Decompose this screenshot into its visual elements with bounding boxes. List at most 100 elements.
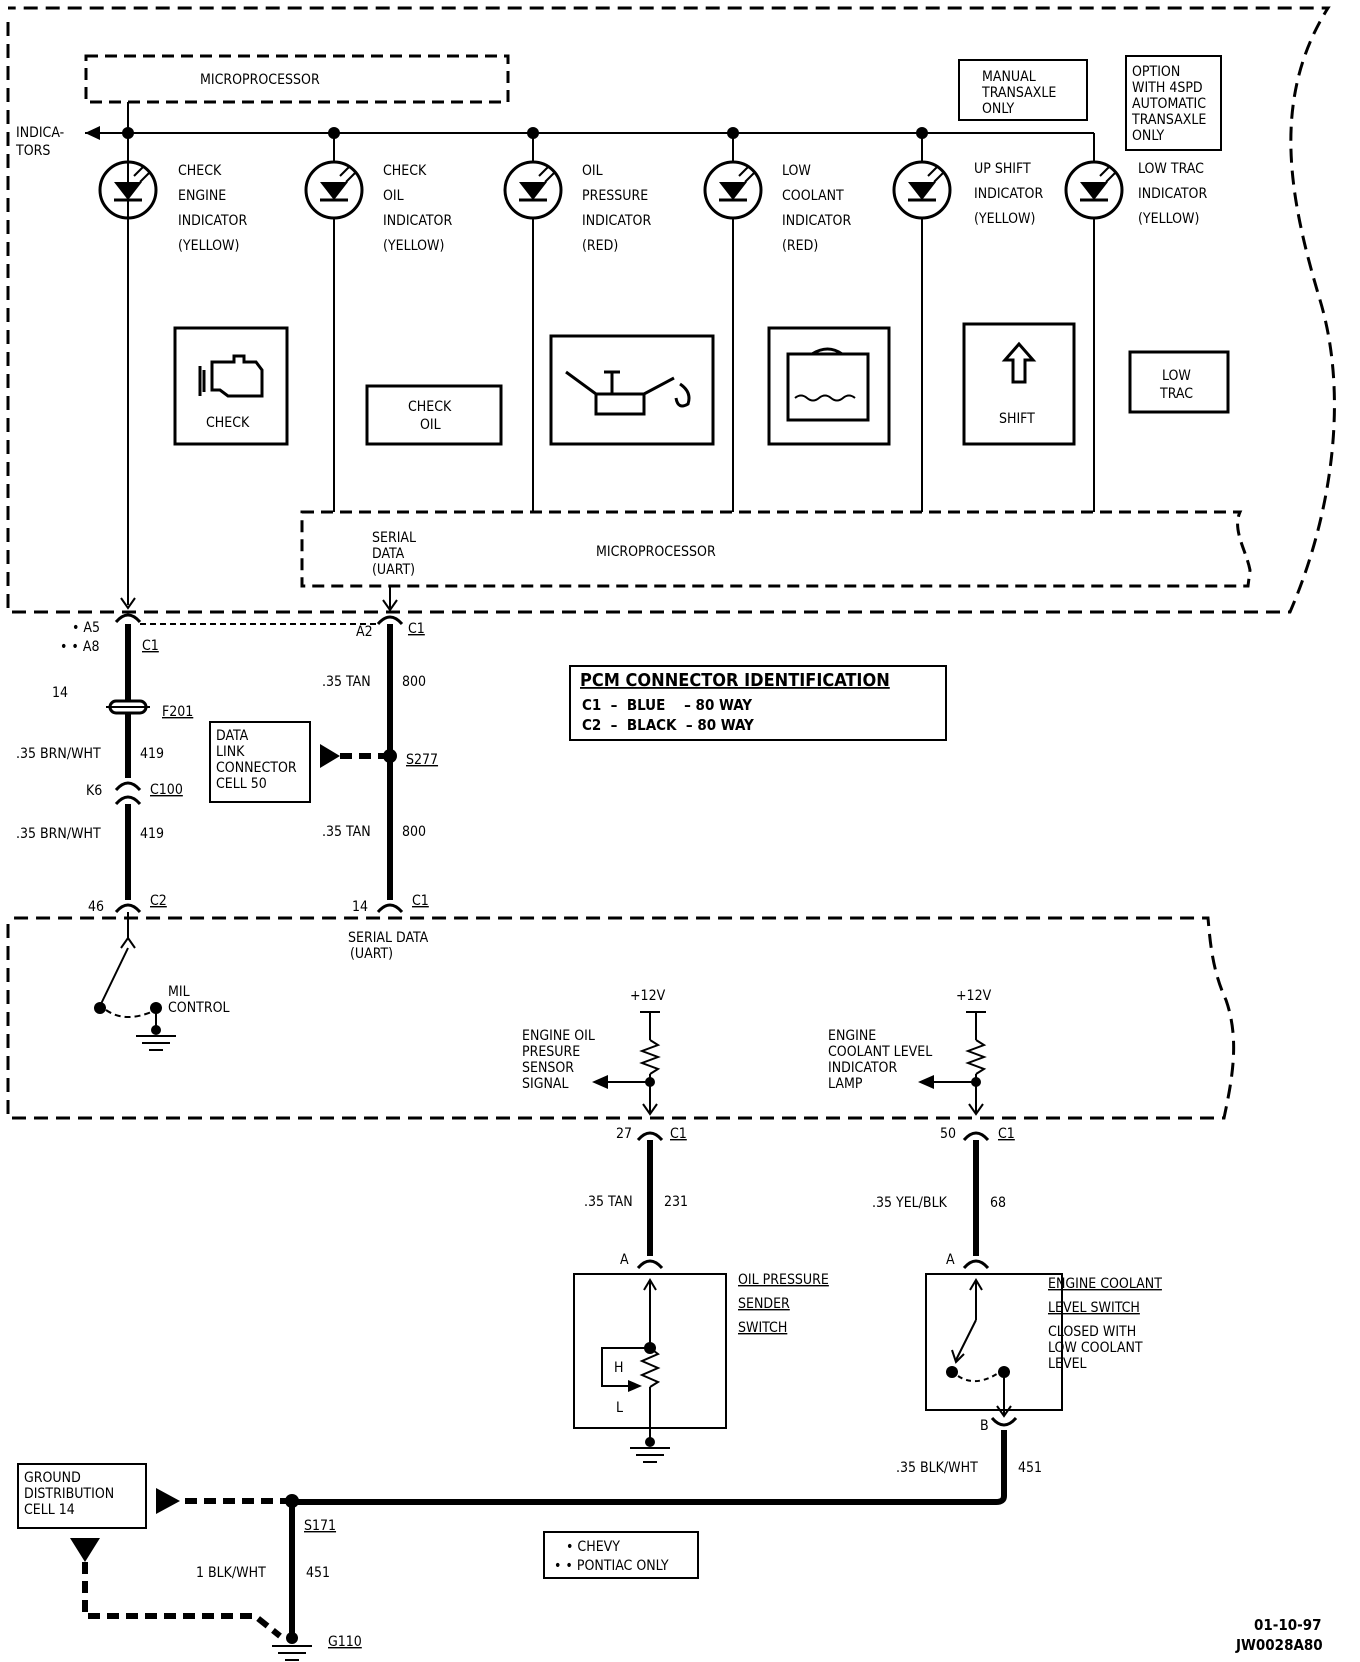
switch-3: CLOSED WITH <box>1048 1324 1136 1340</box>
pcm-outline <box>6 916 1236 1120</box>
lamp2-line2: OIL <box>383 188 404 204</box>
lamp4-line3: INDICATOR <box>782 213 851 229</box>
serial-wire2-gauge: .35 TAN <box>322 824 371 840</box>
sender-3: SWITCH <box>738 1320 787 1336</box>
svg-text:SHIFT: SHIFT <box>999 411 1035 427</box>
pcm-id-title: PCM CONNECTOR IDENTIFICATION <box>580 670 890 691</box>
lamp3-line4: (RED) <box>582 238 618 254</box>
oil-l: L <box>616 1400 623 1416</box>
svg-text:OIL: OIL <box>420 417 441 433</box>
oil-signal-3: SENSOR <box>522 1060 574 1076</box>
lamp6-line3: (YELLOW) <box>1138 211 1199 227</box>
lamp-bulb-2 <box>304 133 364 512</box>
switch-4: LOW COOLANT <box>1048 1340 1143 1356</box>
pin-46: 46 <box>88 899 104 915</box>
lamp3-line2: PRESSURE <box>582 188 648 204</box>
serial-data-top-2: DATA <box>372 546 405 562</box>
coolant-gauge2: .35 BLK/WHT <box>896 1460 978 1476</box>
lamp6-line2: INDICATOR <box>1138 186 1207 202</box>
serial-data-top-1: SERIAL <box>372 530 416 546</box>
lamp-bulb-6 <box>1064 148 1124 512</box>
microprocessor-label-top: MICROPROCESSOR <box>200 72 320 88</box>
cluster-outline <box>6 6 1336 614</box>
plus12v-coolant: +12V <box>956 988 992 1004</box>
lamp1-line1: CHECK <box>178 163 222 179</box>
option-note-2: WITH 4SPD <box>1132 80 1203 96</box>
conn-c2: C2 <box>150 893 167 909</box>
sender-1: OIL PRESSURE <box>738 1272 829 1288</box>
coolant-num2: 451 <box>1018 1460 1042 1476</box>
shift-symbol: SHIFT <box>962 322 1076 446</box>
ground-box-3: CELL 14 <box>24 1502 75 1518</box>
oil-signal-4: SIGNAL <box>522 1076 569 1092</box>
serial-wire2-num: 800 <box>402 824 426 840</box>
oil-conn: C1 <box>670 1126 687 1142</box>
switch-5: LEVEL <box>1048 1356 1087 1372</box>
lamp2-line4: (YELLOW) <box>383 238 444 254</box>
svg-text:LOW: LOW <box>1162 368 1191 384</box>
microprocessor-box-top <box>84 54 510 104</box>
coolant-pin: 50 <box>940 1126 956 1142</box>
serial-data-lower-2: (UART) <box>350 946 393 962</box>
legend-chevy: • CHEVY <box>566 1539 620 1555</box>
lamp1-line4: (YELLOW) <box>178 238 239 254</box>
svg-text:CHECK: CHECK <box>206 415 250 431</box>
lamp-bulb-5 <box>892 133 952 512</box>
serial-wire1-num: 800 <box>402 674 426 690</box>
oil-pin-a: A <box>620 1252 629 1268</box>
serial-data-lower-1: SERIAL DATA <box>348 930 429 946</box>
conn-c1-serial: C1 <box>408 621 425 637</box>
manual-note-3: ONLY <box>982 101 1014 117</box>
lamp3-line3: INDICATOR <box>582 213 651 229</box>
coolant-gauge: .35 YEL/BLK <box>872 1195 948 1211</box>
mil-label-1: MIL <box>168 984 190 1000</box>
wire1-num: 419 <box>140 746 164 762</box>
oil-gauge: .35 TAN <box>584 1194 633 1210</box>
ground-box-1: GROUND <box>24 1470 81 1486</box>
conn-c1-left: C1 <box>142 638 159 654</box>
ground-g110: G110 <box>328 1634 362 1650</box>
coolant-lamp-1: ENGINE <box>828 1028 876 1044</box>
splice-s171: S171 <box>304 1518 336 1534</box>
dlc-arrow <box>320 744 340 768</box>
coolant-pin-a: A <box>946 1252 955 1268</box>
dlc-line2: LINK <box>216 744 245 760</box>
indicators-label-1: INDICA- <box>16 125 64 141</box>
ground-box-2: DISTRIBUTION <box>24 1486 114 1502</box>
num-14-left: 14 <box>52 685 68 701</box>
pin-k6: K6 <box>86 783 102 799</box>
lamp-bulb-4 <box>703 133 763 512</box>
stamp-date: 01-10-97 <box>1254 1616 1322 1634</box>
wire2-num: 419 <box>140 826 164 842</box>
oil-h: H <box>614 1360 623 1376</box>
coolant-pin-b: B <box>980 1418 989 1434</box>
ground-num: 451 <box>306 1565 330 1581</box>
svg-text:TRAC: TRAC <box>1159 386 1193 402</box>
option-note-1: OPTION <box>1132 64 1180 80</box>
wire2-gauge: .35 BRN/WHT <box>16 826 101 842</box>
microprocessor-box-lower <box>300 510 1252 588</box>
check-oil-symbol: CHECK OIL <box>365 384 503 446</box>
lamp1-line3: INDICATOR <box>178 213 247 229</box>
coolant-num: 68 <box>990 1195 1006 1211</box>
dlc-line3: CONNECTOR <box>216 760 297 776</box>
lamp-bulb-3 <box>503 133 563 512</box>
pin-14-serial: 14 <box>352 899 368 915</box>
coolant-lamp-4: LAMP <box>828 1076 863 1092</box>
option-note-4: TRANSAXLE <box>1131 112 1206 128</box>
manual-note-1: MANUAL <box>982 69 1036 85</box>
pcm-id-row1: C1 – BLUE – 80 WAY <box>582 696 752 714</box>
coolant-lamp-3: INDICATOR <box>828 1060 897 1076</box>
lamp6-line1: LOW TRAC <box>1138 161 1204 177</box>
manual-note-2: TRANSAXLE <box>981 85 1056 101</box>
option-note-5: ONLY <box>1132 128 1164 144</box>
oil-signal-2: PRESURE <box>522 1044 580 1060</box>
conn-c100: C100 <box>150 782 183 798</box>
oil-pin: 27 <box>616 1126 632 1142</box>
switch-2: LEVEL SWITCH <box>1048 1300 1140 1316</box>
oil-can-symbol <box>549 334 715 446</box>
indicators-label-2: TORS <box>15 143 50 159</box>
microprocessor-label-lower: MICROPROCESSOR <box>596 544 716 560</box>
dlc-line1: DATA <box>216 728 249 744</box>
